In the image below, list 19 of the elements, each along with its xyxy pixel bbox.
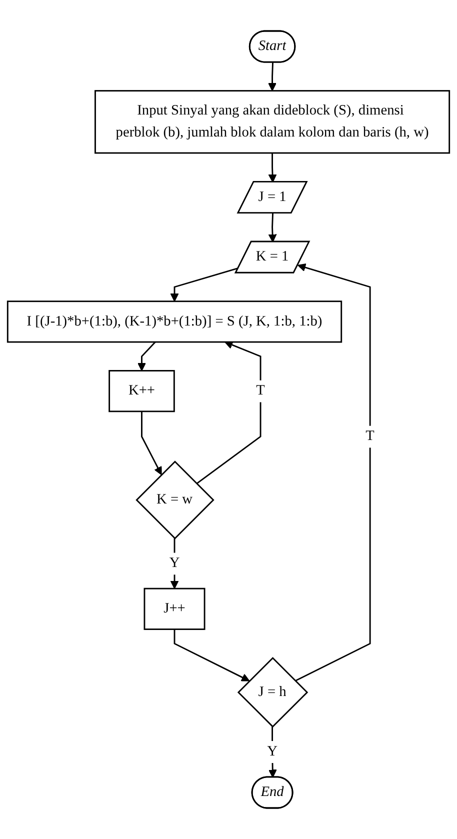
- arrow: [196, 340, 262, 484]
- node-box: Input Sinyal yang akan dideblock (S), dimensi perblok (b), jumlah blok dalam kolom dan baris (h, w): [94, 90, 450, 154]
- arrow: [138, 342, 156, 372]
- arrow: [141, 411, 162, 476]
- edge-label: Y: [267, 744, 278, 760]
- arrow: [294, 263, 371, 682]
- edge-label: T: [256, 383, 265, 398]
- arrow: [170, 267, 239, 302]
- arrow: [268, 62, 276, 92]
- node-diamond: K = w: [136, 460, 214, 540]
- arrow: [268, 213, 277, 242]
- arrow: [268, 153, 277, 183]
- node-diamond: J = h: [237, 656, 308, 728]
- edge-label: T: [366, 428, 374, 444]
- node-box: K++: [108, 370, 175, 412]
- node-box: I [(J-1)*b+(1:b), (K-1)*b+(1:b)] = S (J, K, 1:b, 1:b): [6, 300, 342, 343]
- node-box: J++: [144, 588, 206, 630]
- arrow: [174, 629, 250, 682]
- edge-label: Y: [169, 556, 180, 571]
